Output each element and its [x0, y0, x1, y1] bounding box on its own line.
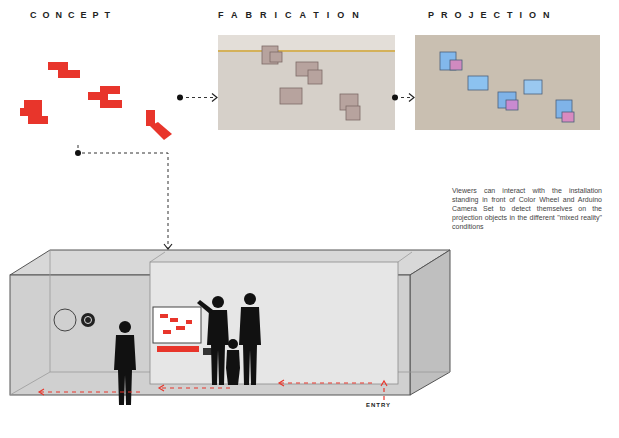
- room-installation: ENTRY: [10, 250, 450, 395]
- section-heading: ENTRY: [366, 402, 391, 408]
- dashed-connector: [392, 94, 414, 102]
- visitor-silhouettes: [114, 293, 261, 405]
- projection-panel: PROJECTION: [415, 35, 600, 130]
- section-heading: CONCEPT: [30, 10, 116, 20]
- concept-panel: CONCEPT: [15, 35, 180, 145]
- section-heading: PROJECTION: [428, 10, 557, 20]
- description-note: Viewers can interact with the installati…: [452, 186, 602, 231]
- fabrication-panel: FABRICATION: [218, 35, 395, 130]
- dashed-connector: [177, 94, 217, 102]
- room-box: [10, 250, 450, 405]
- projection-photo: [415, 35, 600, 130]
- concept-blocks: [20, 62, 172, 140]
- section-heading: FABRICATION: [218, 10, 367, 20]
- dashed-connector: [75, 145, 172, 249]
- fabrication-photo: [218, 35, 395, 130]
